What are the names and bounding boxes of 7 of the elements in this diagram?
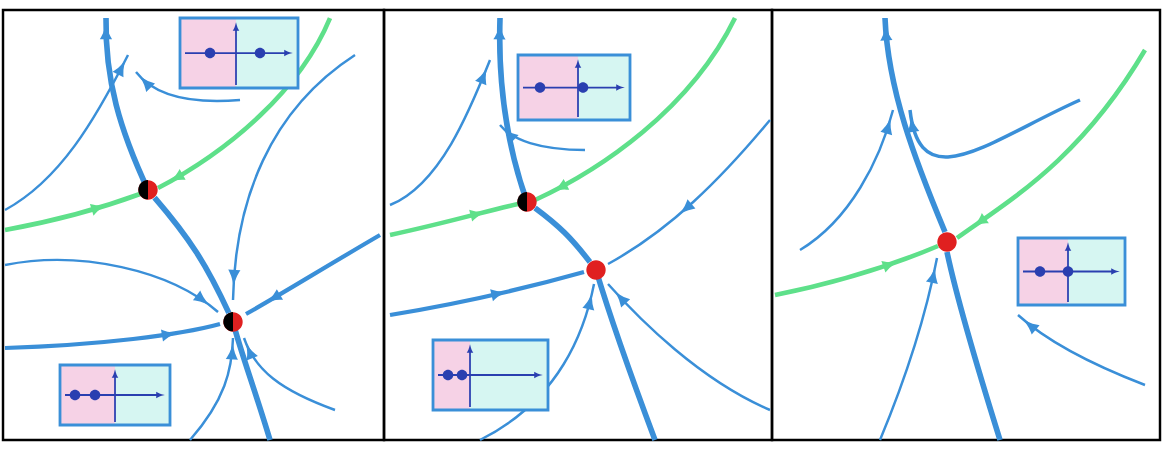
fixed-point bbox=[138, 180, 158, 200]
trajectory-line bbox=[533, 205, 593, 264]
fixed-point bbox=[517, 192, 537, 212]
fixed-point bbox=[223, 312, 243, 332]
fixed-point bbox=[937, 232, 957, 252]
fixed-point bbox=[586, 260, 606, 280]
trajectory-line bbox=[152, 195, 232, 315]
